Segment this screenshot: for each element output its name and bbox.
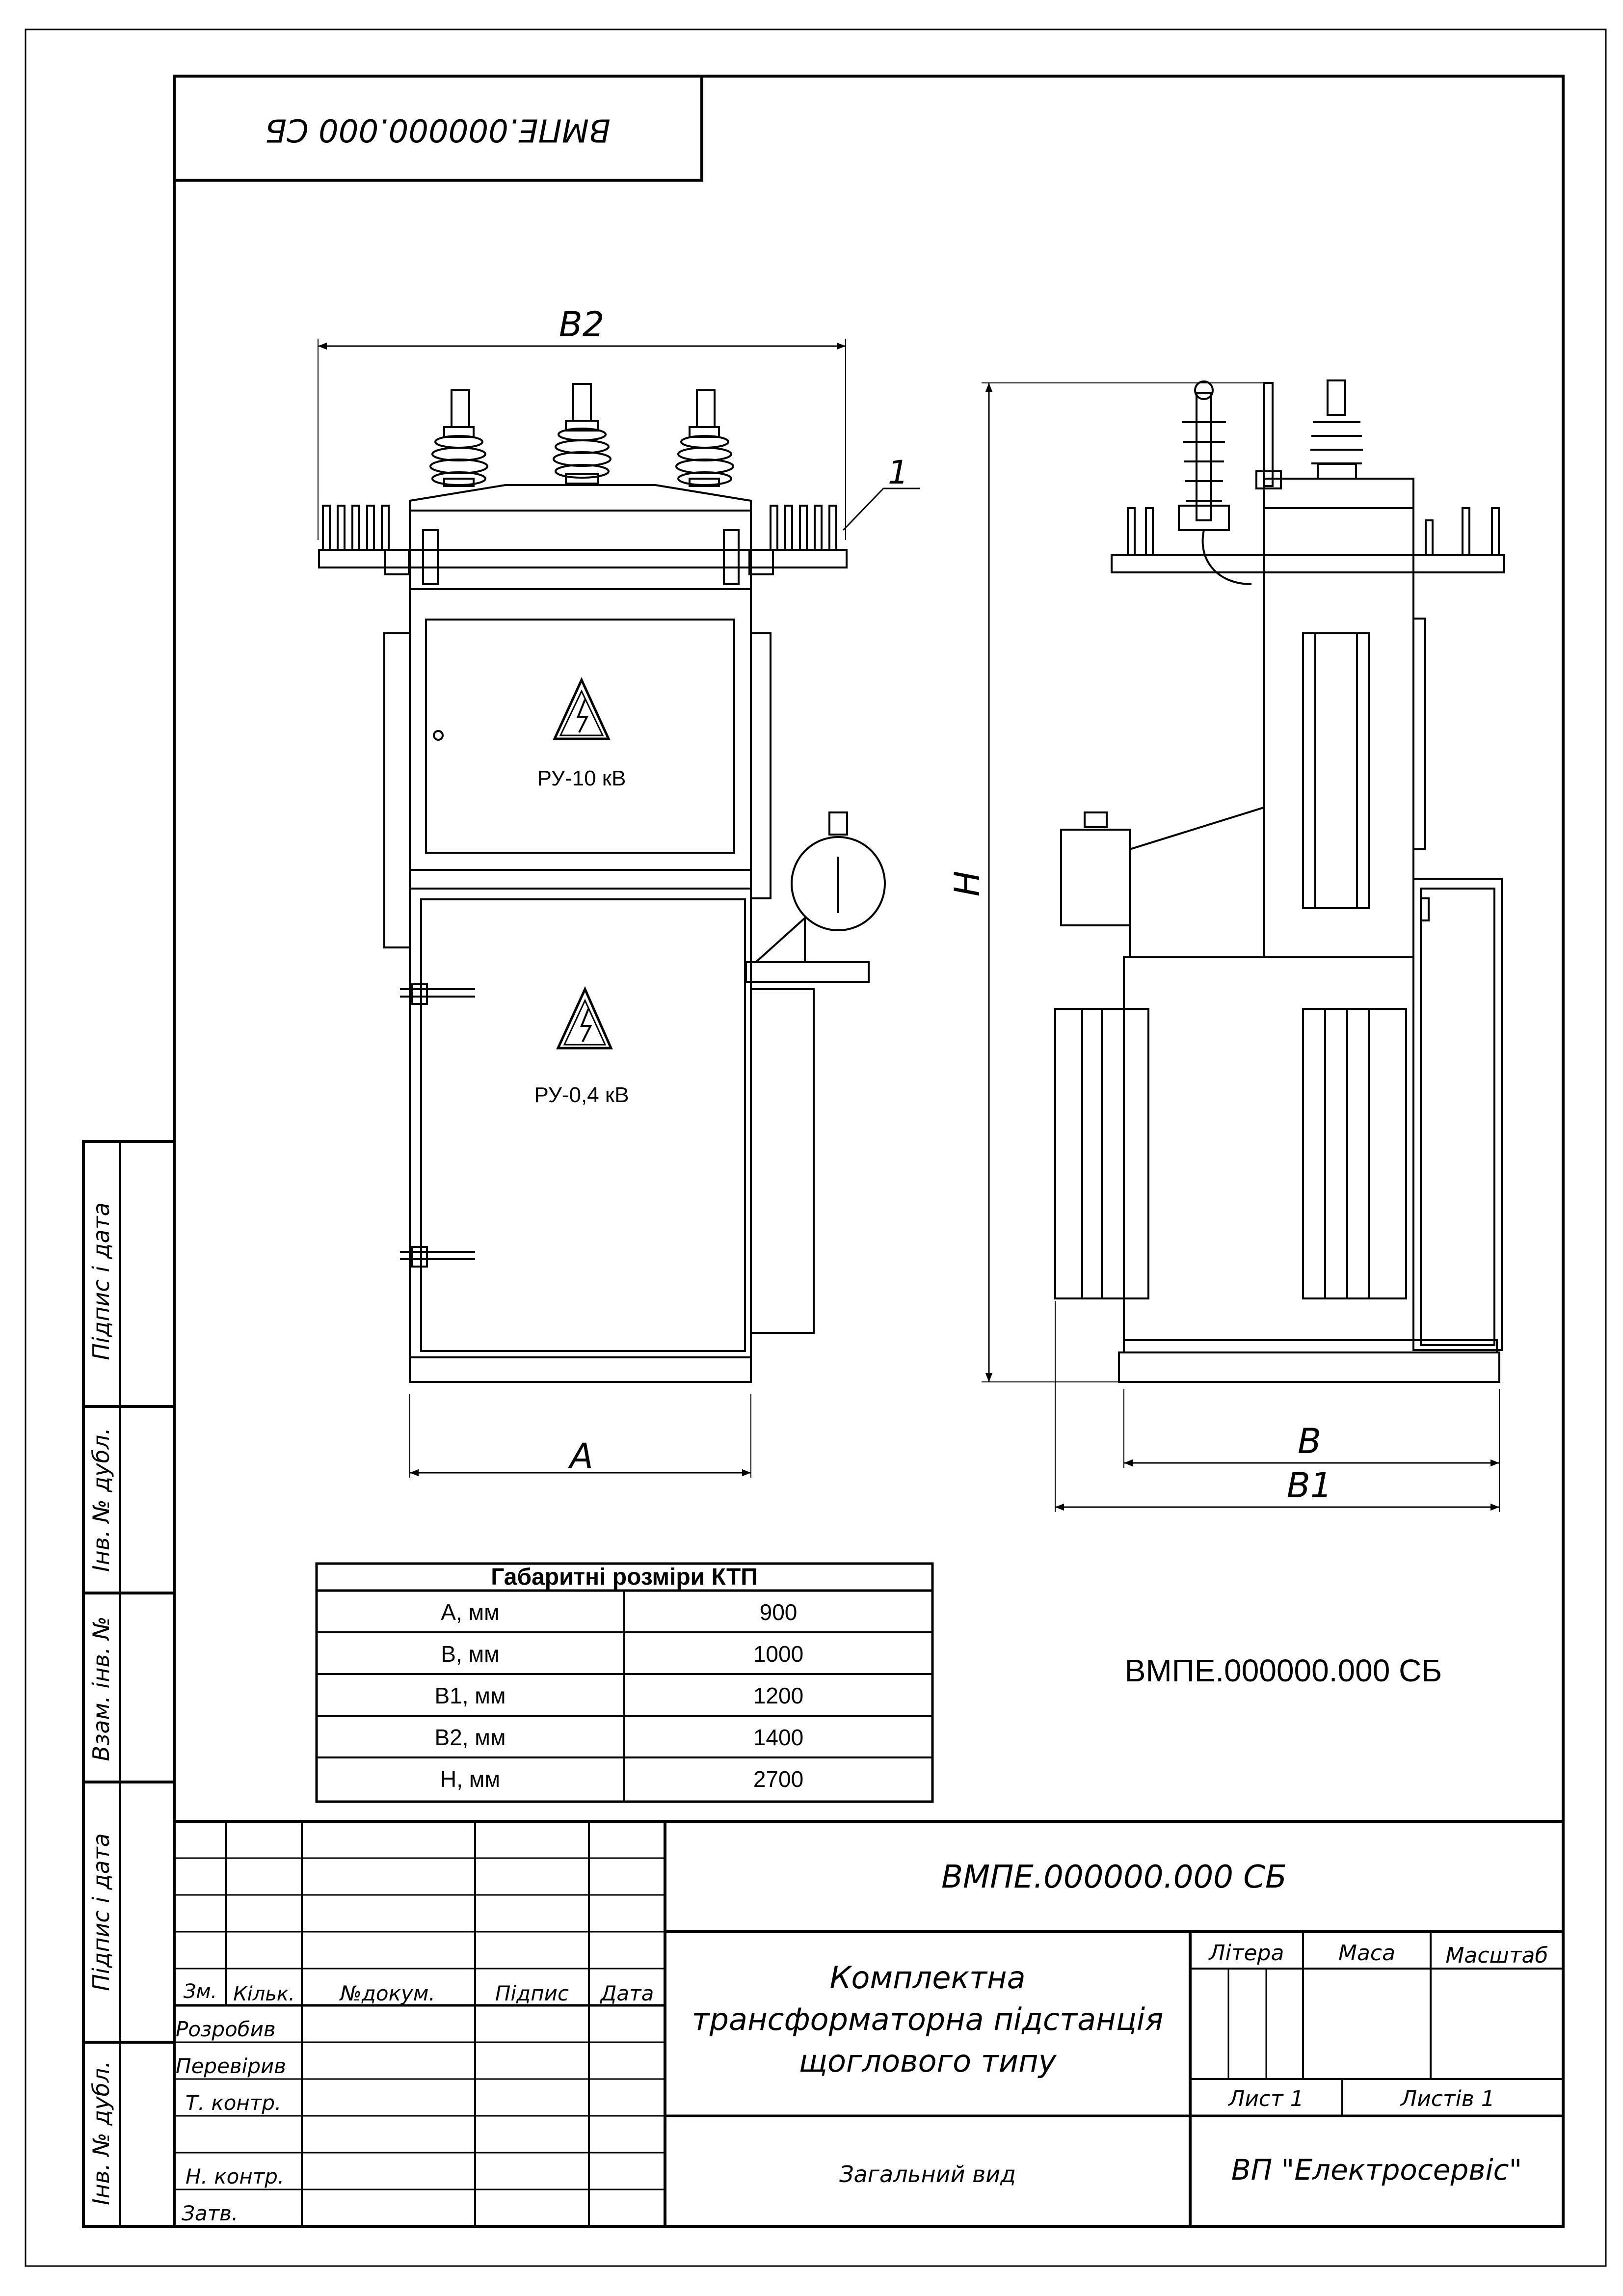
drawing-code-plain: ВМПЕ.000000.000 СБ xyxy=(1125,1653,1442,1688)
role-developed: Розробив xyxy=(176,2017,276,2041)
right-crossarm-bars xyxy=(770,505,837,551)
title-designation: ВМПЕ.000000.000 СБ xyxy=(941,1859,1287,1895)
side-cabinet xyxy=(1263,478,1414,958)
hv-warning-triangle xyxy=(553,676,611,740)
side-stamp-orig-inv: Інв. № дубл. xyxy=(88,2061,114,2205)
outer-border xyxy=(25,28,1607,2267)
lv-door xyxy=(420,898,746,1352)
doc-type: Загальний вид xyxy=(839,2161,1016,2188)
product-name-line2: трансформаторна підстанція xyxy=(692,2001,1164,2037)
b-label: B xyxy=(1298,1421,1321,1461)
dims-row-label: B, мм xyxy=(441,1641,500,1667)
dims-row-value: 2700 xyxy=(753,1766,803,1792)
dims-row-label: H, мм xyxy=(440,1766,500,1792)
hv-panel-label: РУ-10 кВ xyxy=(537,766,626,790)
side-stamp-sign-date-bottom: Підпис і дата xyxy=(88,1833,114,1991)
role-tech: Т. контр. xyxy=(186,2091,281,2115)
dims-row-label: A, мм xyxy=(441,1599,500,1625)
dims-row-label: B1, мм xyxy=(434,1683,506,1708)
organization: ВП "Електросервіс" xyxy=(1231,2153,1522,2187)
front-view xyxy=(318,339,920,1478)
side-stamp-replaced-inv: Взам. інв. № xyxy=(88,1616,114,1761)
dims-row-value: 1200 xyxy=(753,1683,803,1708)
hv-door xyxy=(425,619,735,854)
lv-warning-triangle xyxy=(556,986,613,1050)
dims-table-rows: A, мм 900 B, мм 1000 B1, мм 1200 B2, мм … xyxy=(434,1599,803,1792)
role-approved: Затв. xyxy=(182,2201,238,2225)
side-view xyxy=(982,379,1505,1512)
upside-down-code-box: ВМПЕ.000000.000 СБ xyxy=(173,75,703,182)
oil-expander xyxy=(791,836,886,931)
h-label: H xyxy=(947,871,987,897)
title-block xyxy=(174,1820,1563,2226)
front-cabinet xyxy=(409,588,752,1383)
side-crossarm-bars xyxy=(1127,507,1500,556)
front-roof xyxy=(409,484,752,590)
litera-label: Літера xyxy=(1208,1941,1284,1966)
role-checked: Перевірив xyxy=(176,2054,286,2078)
product-name-line1: Комплектна xyxy=(829,1960,1025,1996)
sheets-label: Листів 1 xyxy=(1400,2086,1495,2111)
col-sign: Підпис xyxy=(495,1981,569,2005)
dims-table xyxy=(315,1562,934,1803)
hv-bushing-middle xyxy=(553,383,612,485)
role-norm: Н. контр. xyxy=(186,2164,284,2188)
b2-label: B2 xyxy=(559,304,605,345)
lv-panel-label: РУ-0,4 кВ xyxy=(534,1083,629,1107)
hv-bushing-right xyxy=(675,389,734,487)
dims-row-label: B2, мм xyxy=(434,1725,506,1750)
dims-row-value: 1400 xyxy=(753,1725,803,1750)
dims-row-value: 900 xyxy=(760,1599,798,1625)
left-crossarm-bars xyxy=(322,505,390,551)
mass-label: Маса xyxy=(1338,1941,1395,1966)
col-date: Дата xyxy=(600,1981,654,2005)
b1-label: B1 xyxy=(1287,1465,1332,1506)
sheet-label: Лист 1 xyxy=(1227,2086,1304,2111)
product-name-line3: щоглового типу xyxy=(799,2043,1057,2079)
dims-table-title: Габаритні розміри КТП xyxy=(491,1564,758,1590)
scale-label: Масштаб xyxy=(1445,1943,1548,1968)
side-stamp-sign-date-top: Підпис і дата xyxy=(88,1202,114,1360)
side-stamp-dup-inv: Інв. № дубл. xyxy=(88,1428,114,1572)
dims-row-value: 1000 xyxy=(753,1641,803,1667)
col-qty: Кільк. xyxy=(233,1983,295,2005)
hv-bushing-left xyxy=(429,389,488,487)
side-stamp xyxy=(82,1140,176,2228)
col-doc: №докум. xyxy=(339,1981,435,2005)
upside-down-code: ВМПЕ.000000.000 СБ xyxy=(265,111,611,148)
a-label: A xyxy=(568,1436,593,1476)
leader-1-label: 1 xyxy=(888,454,908,491)
col-change: Зм. xyxy=(184,1980,217,2003)
inner-frame xyxy=(173,75,1565,2228)
